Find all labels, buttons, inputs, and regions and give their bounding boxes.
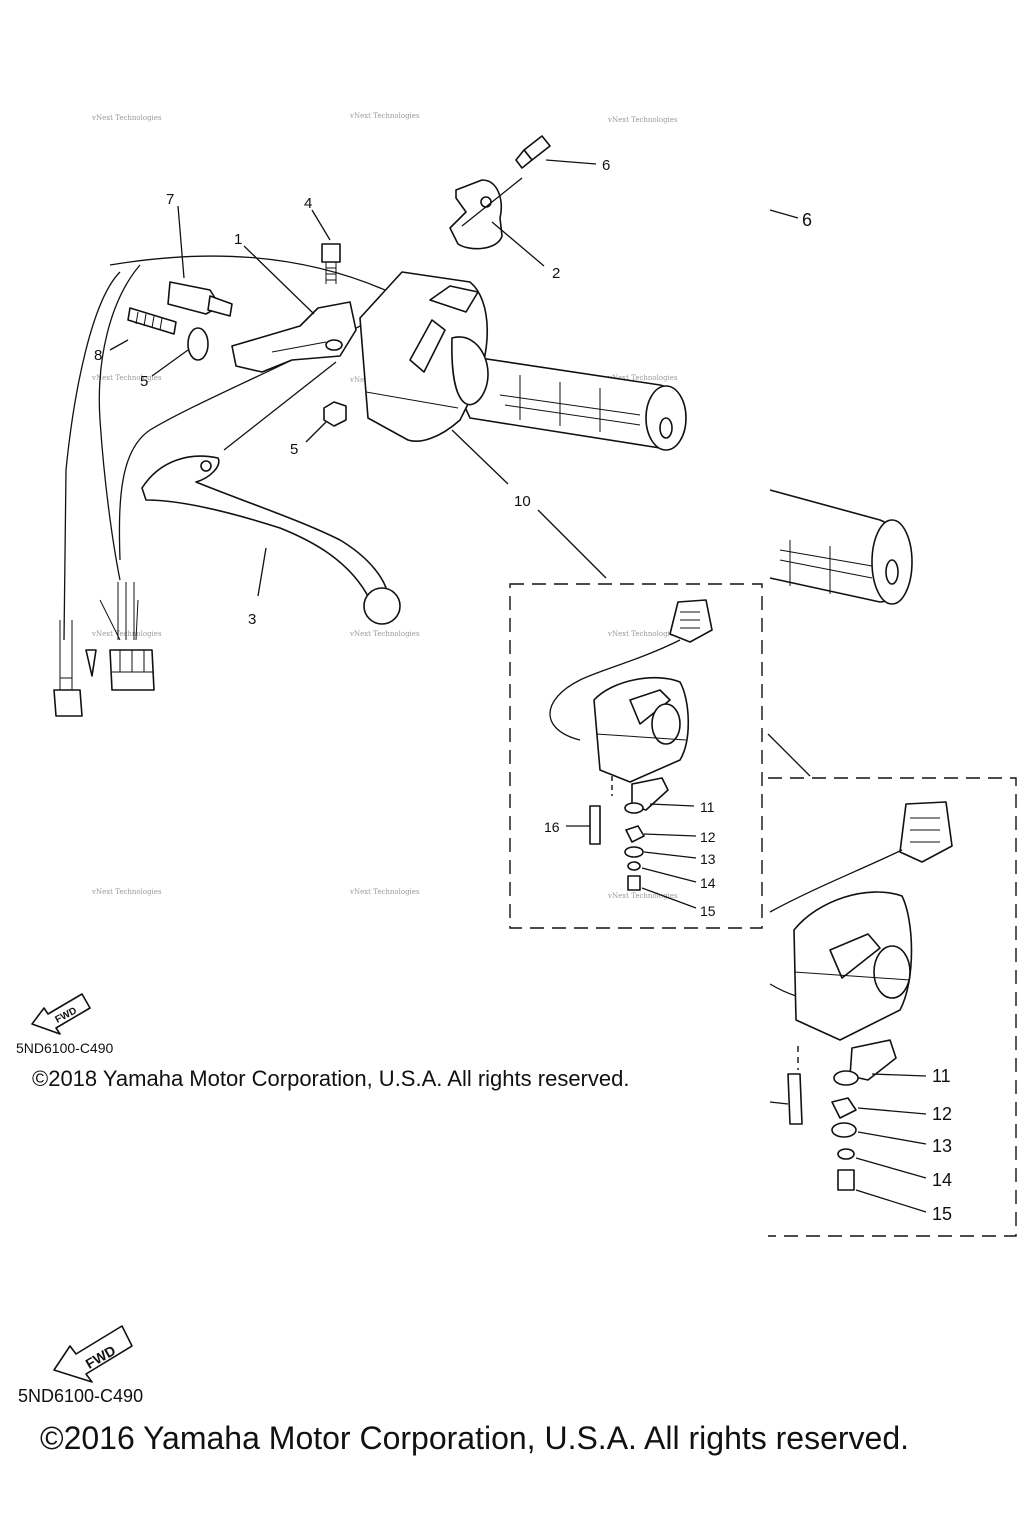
callout-8: 8: [94, 347, 102, 364]
callout-10: 10: [514, 493, 531, 510]
washer: [187, 327, 209, 361]
adjuster-bolt: [127, 307, 177, 335]
watermark: vNext Technologies: [607, 116, 678, 124]
callout-3: 3: [248, 611, 256, 628]
copyright-notice: ©2016 Yamaha Motor Corporation, U.S.A. A…: [40, 1420, 910, 1456]
callout-5: 5: [140, 373, 148, 390]
callout-13: 13: [700, 851, 716, 867]
callouts-detail-large: 11 12 13 14 15: [932, 1066, 952, 1224]
callout-1: 1: [234, 231, 242, 248]
callout-16: 16: [544, 819, 560, 835]
detail-box: [509, 583, 763, 929]
wire-connector: [85, 582, 155, 691]
leader-lines: [109, 159, 799, 597]
callout-5: 5: [290, 441, 298, 458]
part-code: 5ND6100-C490: [18, 1386, 144, 1406]
leader-lines: [566, 803, 697, 909]
wire-harness: [98, 264, 141, 581]
leader-line: [767, 733, 811, 777]
watermark: vNext Technologies: [91, 114, 162, 122]
handlebar-switch: [359, 271, 489, 442]
switch-detail: [549, 599, 713, 891]
watermarks: vNext Technologies vNext Technologies vN…: [91, 112, 678, 900]
watermark: vNext Technologies: [91, 888, 162, 896]
callout-14: 14: [700, 875, 716, 891]
bolt: [321, 243, 341, 284]
bolt: [515, 135, 551, 169]
watermark: vNext Technologies: [91, 374, 162, 382]
callout-12: 12: [932, 1104, 952, 1124]
part-code: 5ND6100-C490: [16, 1040, 114, 1056]
callout-4: 4: [304, 195, 312, 212]
adjuster: [167, 281, 233, 317]
callout-12: 12: [700, 829, 716, 845]
watermark: vNext Technologies: [349, 888, 420, 896]
handlebar-grip: [439, 351, 687, 451]
fwd-arrow-icon: FWD: [31, 993, 91, 1035]
watermark: vNext Technologies: [349, 630, 420, 638]
copyright-notice: ©2018 Yamaha Motor Corporation, U.S.A. A…: [32, 1066, 630, 1091]
wire-harness: [63, 271, 121, 641]
lever-bracket: [231, 301, 357, 373]
callouts-upper: 7 1 4 8 5 5 3 6 2 6 10: [94, 157, 812, 628]
watermark: vNext Technologies: [607, 630, 678, 638]
clutch-lever: [141, 455, 401, 625]
detail-box: [768, 777, 1017, 1237]
callout-14: 14: [932, 1170, 952, 1190]
watermark: vNext Technologies: [607, 892, 678, 900]
leader-lines: [769, 1073, 927, 1213]
callout-15: 15: [700, 903, 716, 919]
callout-11: 11: [932, 1066, 951, 1086]
watermark: vNext Technologies: [607, 374, 678, 382]
callout-6: 6: [802, 210, 812, 230]
switch-detail: [769, 801, 953, 1191]
wire-connector: [53, 620, 83, 717]
callout-13: 13: [932, 1136, 952, 1156]
callout-11: 11: [700, 799, 715, 815]
cable: [109, 255, 397, 296]
callout-15: 15: [932, 1204, 952, 1224]
fwd-arrow-icon: FWD: [53, 1325, 133, 1383]
handlebar-grip: [769, 489, 913, 605]
callout-6: 6: [602, 157, 610, 174]
nut: [323, 401, 347, 427]
callout-2: 2: [552, 265, 560, 282]
callouts-detail: 11 12 13 14 15 16: [544, 799, 716, 919]
callout-7: 7: [166, 191, 174, 208]
watermark: vNext Technologies: [349, 112, 420, 120]
